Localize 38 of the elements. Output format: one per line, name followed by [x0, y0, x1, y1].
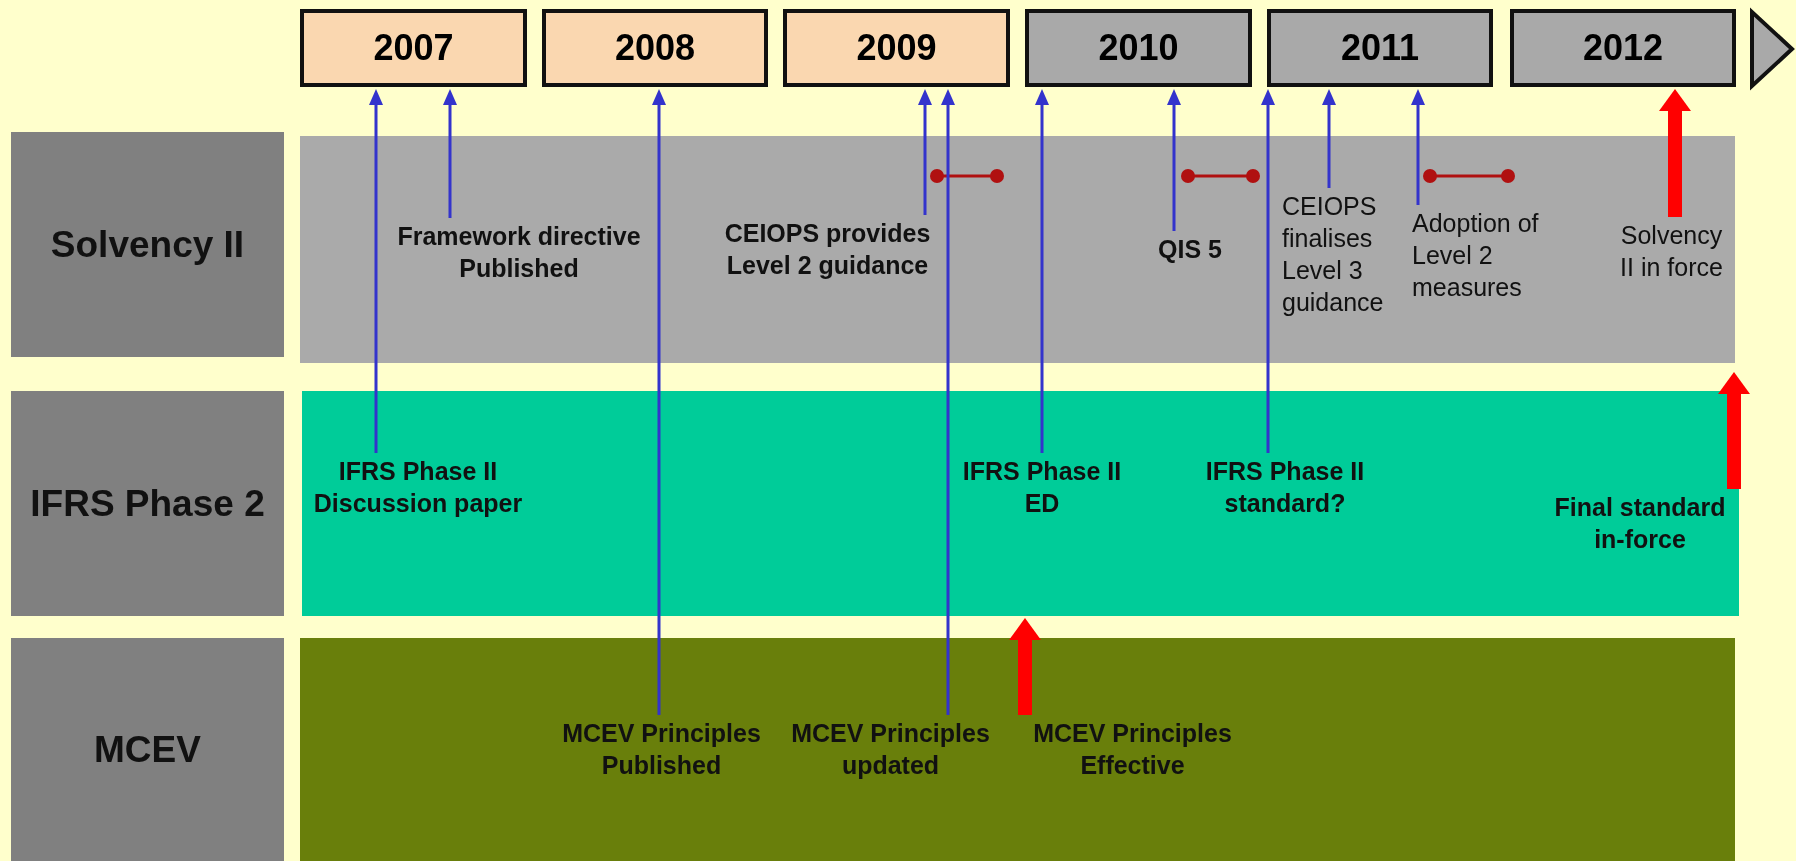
arrow [1659, 89, 1691, 217]
event-label: MCEV Principles Effective [1025, 717, 1240, 781]
arrow [1411, 89, 1425, 205]
year-tab: 2012 [1510, 9, 1736, 87]
event-label: IFRS Phase II ED [952, 455, 1132, 519]
swimlane-band [300, 136, 1735, 363]
event-label: IFRS Phase II standard? [1195, 455, 1375, 519]
arrow [1167, 89, 1181, 231]
event-label: Solvency II in force [1614, 219, 1729, 283]
arrow [941, 89, 955, 715]
arrow [1322, 89, 1336, 188]
event-label: CEIOPS provides Level 2 guidance [715, 217, 940, 281]
event-label: Adoption of Level 2 measures [1412, 207, 1562, 303]
event-label: IFRS Phase II Discussion paper [303, 455, 533, 519]
arrow [1718, 372, 1750, 489]
swimlane-band [300, 638, 1735, 861]
row-header: Solvency II [11, 132, 284, 357]
row-header: IFRS Phase 2 [11, 391, 284, 616]
event-label: Final standard in-force [1540, 491, 1740, 555]
arrow [652, 89, 666, 715]
event-label: MCEV Principles Published [554, 717, 769, 781]
arrow [1009, 618, 1041, 715]
swimlane-band [302, 391, 1739, 616]
year-tab: 2011 [1267, 9, 1493, 87]
year-tab: 2009 [783, 9, 1010, 87]
arrow [369, 89, 383, 453]
arrow [443, 89, 457, 218]
row-header: MCEV [11, 638, 284, 861]
year-tab: 2007 [300, 9, 527, 87]
arrow [1035, 89, 1049, 453]
event-label: CEIOPS finalises Level 3 guidance [1282, 190, 1407, 318]
event-label: QIS 5 [1130, 233, 1250, 265]
year-tab: 2010 [1025, 9, 1252, 87]
event-label: MCEV Principles updated [783, 717, 998, 781]
arrow [1261, 89, 1275, 453]
arrow [918, 89, 932, 215]
year-tab: 2008 [542, 9, 768, 87]
event-label: Framework directive Published [395, 220, 643, 284]
